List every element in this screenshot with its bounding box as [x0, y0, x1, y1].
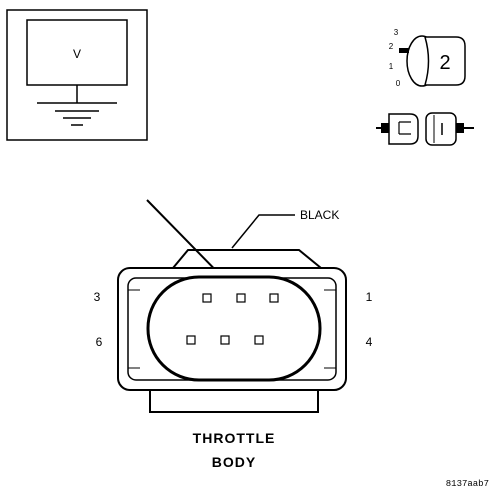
- terminal-pins: [186, 293, 279, 345]
- caption-line-2: BODY: [212, 454, 256, 470]
- pin-6: [186, 335, 196, 345]
- selector-position-0: 0: [396, 79, 401, 88]
- meter-frame: [6, 9, 148, 141]
- pin-label-right-bottom: 4: [366, 335, 373, 349]
- callout-leader: [231, 214, 295, 249]
- terminal-cavity-face: [146, 275, 322, 382]
- housing-latch: [172, 249, 322, 269]
- figure-code: 8137aab7: [446, 479, 489, 489]
- selector-position-2: 2: [389, 42, 394, 51]
- key-head-icon: [424, 36, 466, 86]
- pin-1: [269, 293, 279, 303]
- selector-pointer-icon: [399, 48, 409, 53]
- selected-position: 2: [439, 52, 450, 74]
- pin-4: [254, 335, 264, 345]
- ignition-switch-icon: 3 2 1 0 2: [389, 28, 466, 88]
- selector-position-3: 3: [394, 28, 399, 37]
- voltmeter-icon: V: [6, 9, 148, 141]
- caption-line-1: THROTTLE: [193, 430, 276, 446]
- connector-color-label: BLACK: [300, 208, 339, 222]
- ground-symbol-icon: [55, 110, 99, 126]
- color-callout: BLACK: [231, 208, 339, 249]
- pin-label-left-top: 3: [94, 290, 101, 304]
- pin-label-right-top: 1: [366, 290, 373, 304]
- pin-3: [202, 293, 212, 303]
- meter-symbol: V: [73, 47, 81, 61]
- connector-housing: [117, 249, 347, 413]
- housing-base: [149, 390, 319, 413]
- pin-5: [220, 335, 230, 345]
- pin-2: [236, 293, 246, 303]
- pin-label-left-bottom: 6: [96, 335, 103, 349]
- selector-position-1: 1: [389, 62, 394, 71]
- connector-disconnect-icon: [376, 112, 474, 146]
